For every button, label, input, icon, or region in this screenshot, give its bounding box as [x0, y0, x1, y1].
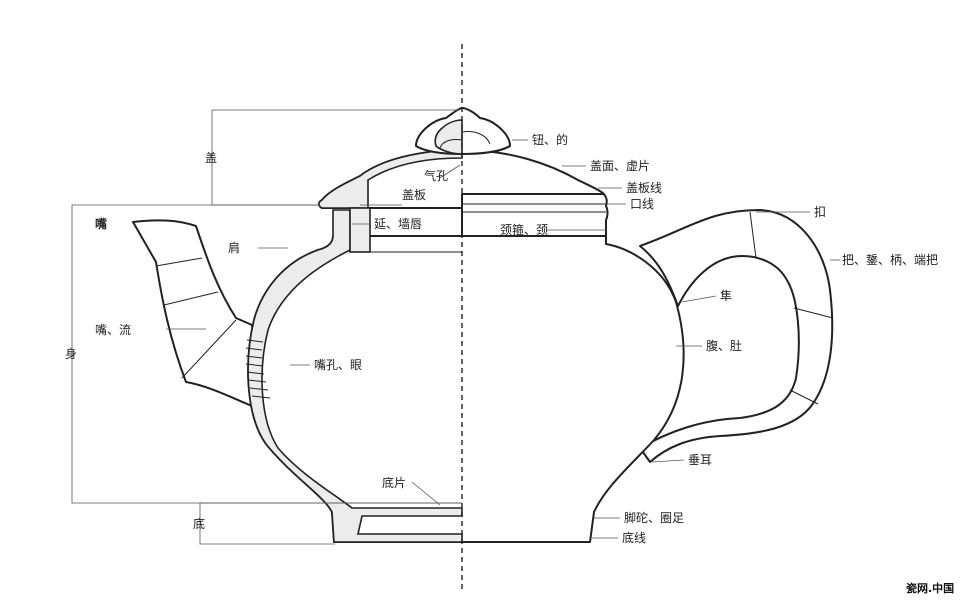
- label-gaimian: 盖面、虚片: [590, 159, 650, 173]
- label-shen: 身: [65, 346, 77, 361]
- lid-section: [318, 149, 463, 209]
- label-kou: 扣: [814, 205, 826, 219]
- label-diban: 底片: [382, 475, 406, 490]
- teapot-body: [247, 235, 685, 543]
- lid-flange: [349, 207, 371, 253]
- label-fu: 腹、肚: [706, 338, 742, 353]
- spout-segment-2: [163, 291, 219, 306]
- label-dixian: 底线: [622, 530, 646, 545]
- label-jingyong: 颈箍、颈: [500, 222, 548, 237]
- label-qikong: 气孔: [424, 168, 448, 183]
- label-gaiban: 盖板: [402, 188, 426, 202]
- label-jiaotuo: 脚砣、圈足: [624, 510, 684, 525]
- leader-lines: [166, 139, 840, 539]
- handle-segment-1: [749, 211, 757, 259]
- label-kouxian: 口线: [630, 197, 654, 211]
- knob-section: [434, 119, 463, 155]
- label-zui: 嘴: [95, 216, 107, 231]
- body-wall-section: [247, 209, 463, 543]
- lid-knob: [415, 107, 511, 155]
- label-zhun: 隼: [720, 288, 732, 303]
- label-yan-qiangchun: 延、墙唇: [374, 217, 422, 231]
- spout-segment-3: [181, 319, 237, 379]
- label-gai: 盖: [205, 151, 217, 165]
- label-zuikong: 嘴孔、眼: [314, 358, 362, 372]
- label-chuier: 垂耳: [688, 453, 712, 467]
- handle-segment-2: [793, 307, 834, 319]
- label-gaibanxian: 盖板线: [626, 181, 662, 195]
- label-zui-liu: 嘴、流: [95, 323, 131, 337]
- label-niu: 钮、的: [532, 132, 568, 147]
- spout-segment-1: [155, 257, 203, 267]
- handle-segment-3: [789, 389, 819, 405]
- spout: [132, 219, 263, 411]
- label-jian: 肩: [228, 240, 240, 255]
- spout-hole-grid: [245, 339, 271, 399]
- dimension-brackets: [71, 109, 462, 545]
- label-ba: 把、鋬、柄、端把: [842, 253, 938, 267]
- watermark-text: 瓷网.中国: [906, 581, 954, 595]
- label-di: 底: [193, 516, 205, 531]
